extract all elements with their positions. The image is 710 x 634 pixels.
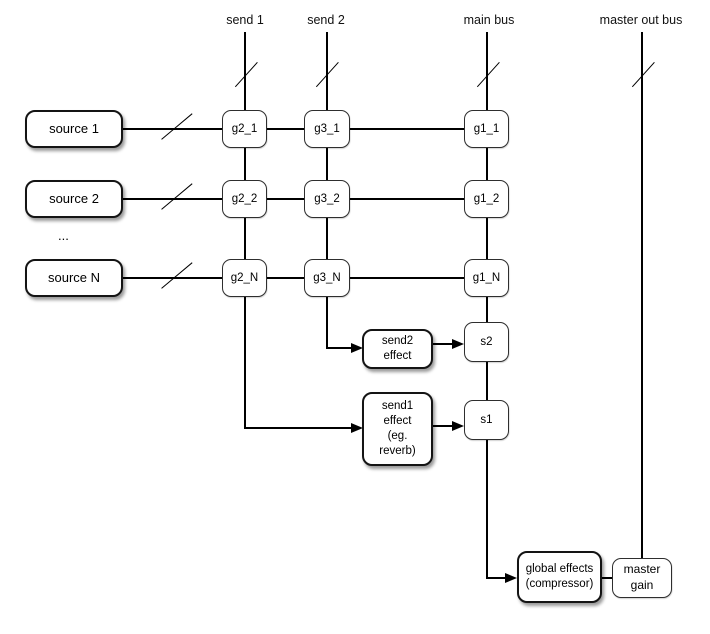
send1-to-s1-line [433, 425, 454, 427]
s1-arrowhead [452, 421, 464, 431]
bus-label-master-out-bus: master out bus [599, 13, 683, 27]
main-bus-slash-tick [476, 62, 500, 88]
global-to-master-line [602, 577, 612, 579]
s1-box: s1 [464, 400, 509, 440]
source2-row-line [123, 198, 464, 200]
gain-box-g1-2: g1_2 [464, 180, 509, 218]
gain-box-g3-n: g3_N [304, 259, 350, 297]
global-effects-box: global effects (compressor) [517, 551, 602, 603]
gain-box-g1-1: g1_1 [464, 110, 509, 148]
send1-effect-box: send1 effect (eg. reverb) [362, 392, 433, 466]
source1-row-line [123, 128, 464, 130]
global-effects-arrowhead [505, 573, 517, 583]
sources-ellipsis: ... [58, 228, 69, 243]
gain-box-g2-n: g2_N [222, 259, 267, 297]
send2-to-s2-line [433, 343, 454, 345]
source-n-box: source N [25, 259, 123, 297]
main-bus-line [486, 32, 488, 579]
gain-box-g2-2: g2_2 [222, 180, 267, 218]
main-bus-elbow-line [486, 577, 507, 579]
gain-box-g3-2: g3_2 [304, 180, 350, 218]
source1-line-slash-tick [161, 113, 193, 141]
sourceN-line-slash-tick [161, 262, 193, 290]
s2-box: s2 [464, 322, 509, 362]
bus-label-send-1: send 1 [226, 13, 264, 27]
gain-box-g3-1: g3_1 [304, 110, 350, 148]
master-gain-box: master gain [612, 558, 672, 598]
s2-arrowhead [452, 339, 464, 349]
source-1-box: source 1 [25, 110, 123, 148]
source2-line-slash-tick [161, 183, 193, 211]
send1-effect-arrowhead [351, 423, 363, 433]
gain-box-g1-n: g1_N [464, 259, 509, 297]
send1-bus-slash-tick [234, 62, 258, 88]
master-out-bus-line [641, 32, 643, 558]
bus-label-main-bus: main bus [463, 13, 515, 27]
send1-elbow-line [244, 427, 354, 429]
send1-bus-line [244, 32, 246, 429]
send2-effect-box: send2 effect [362, 329, 433, 369]
send2-effect-arrowhead [351, 343, 363, 353]
send2-elbow-line [326, 347, 354, 349]
bus-label-send-2: send 2 [307, 13, 345, 27]
gain-box-g2-1: g2_1 [222, 110, 267, 148]
master-out-bus-slash-tick [631, 62, 655, 88]
sourceN-row-line [123, 277, 464, 279]
source-2-box: source 2 [25, 180, 123, 218]
